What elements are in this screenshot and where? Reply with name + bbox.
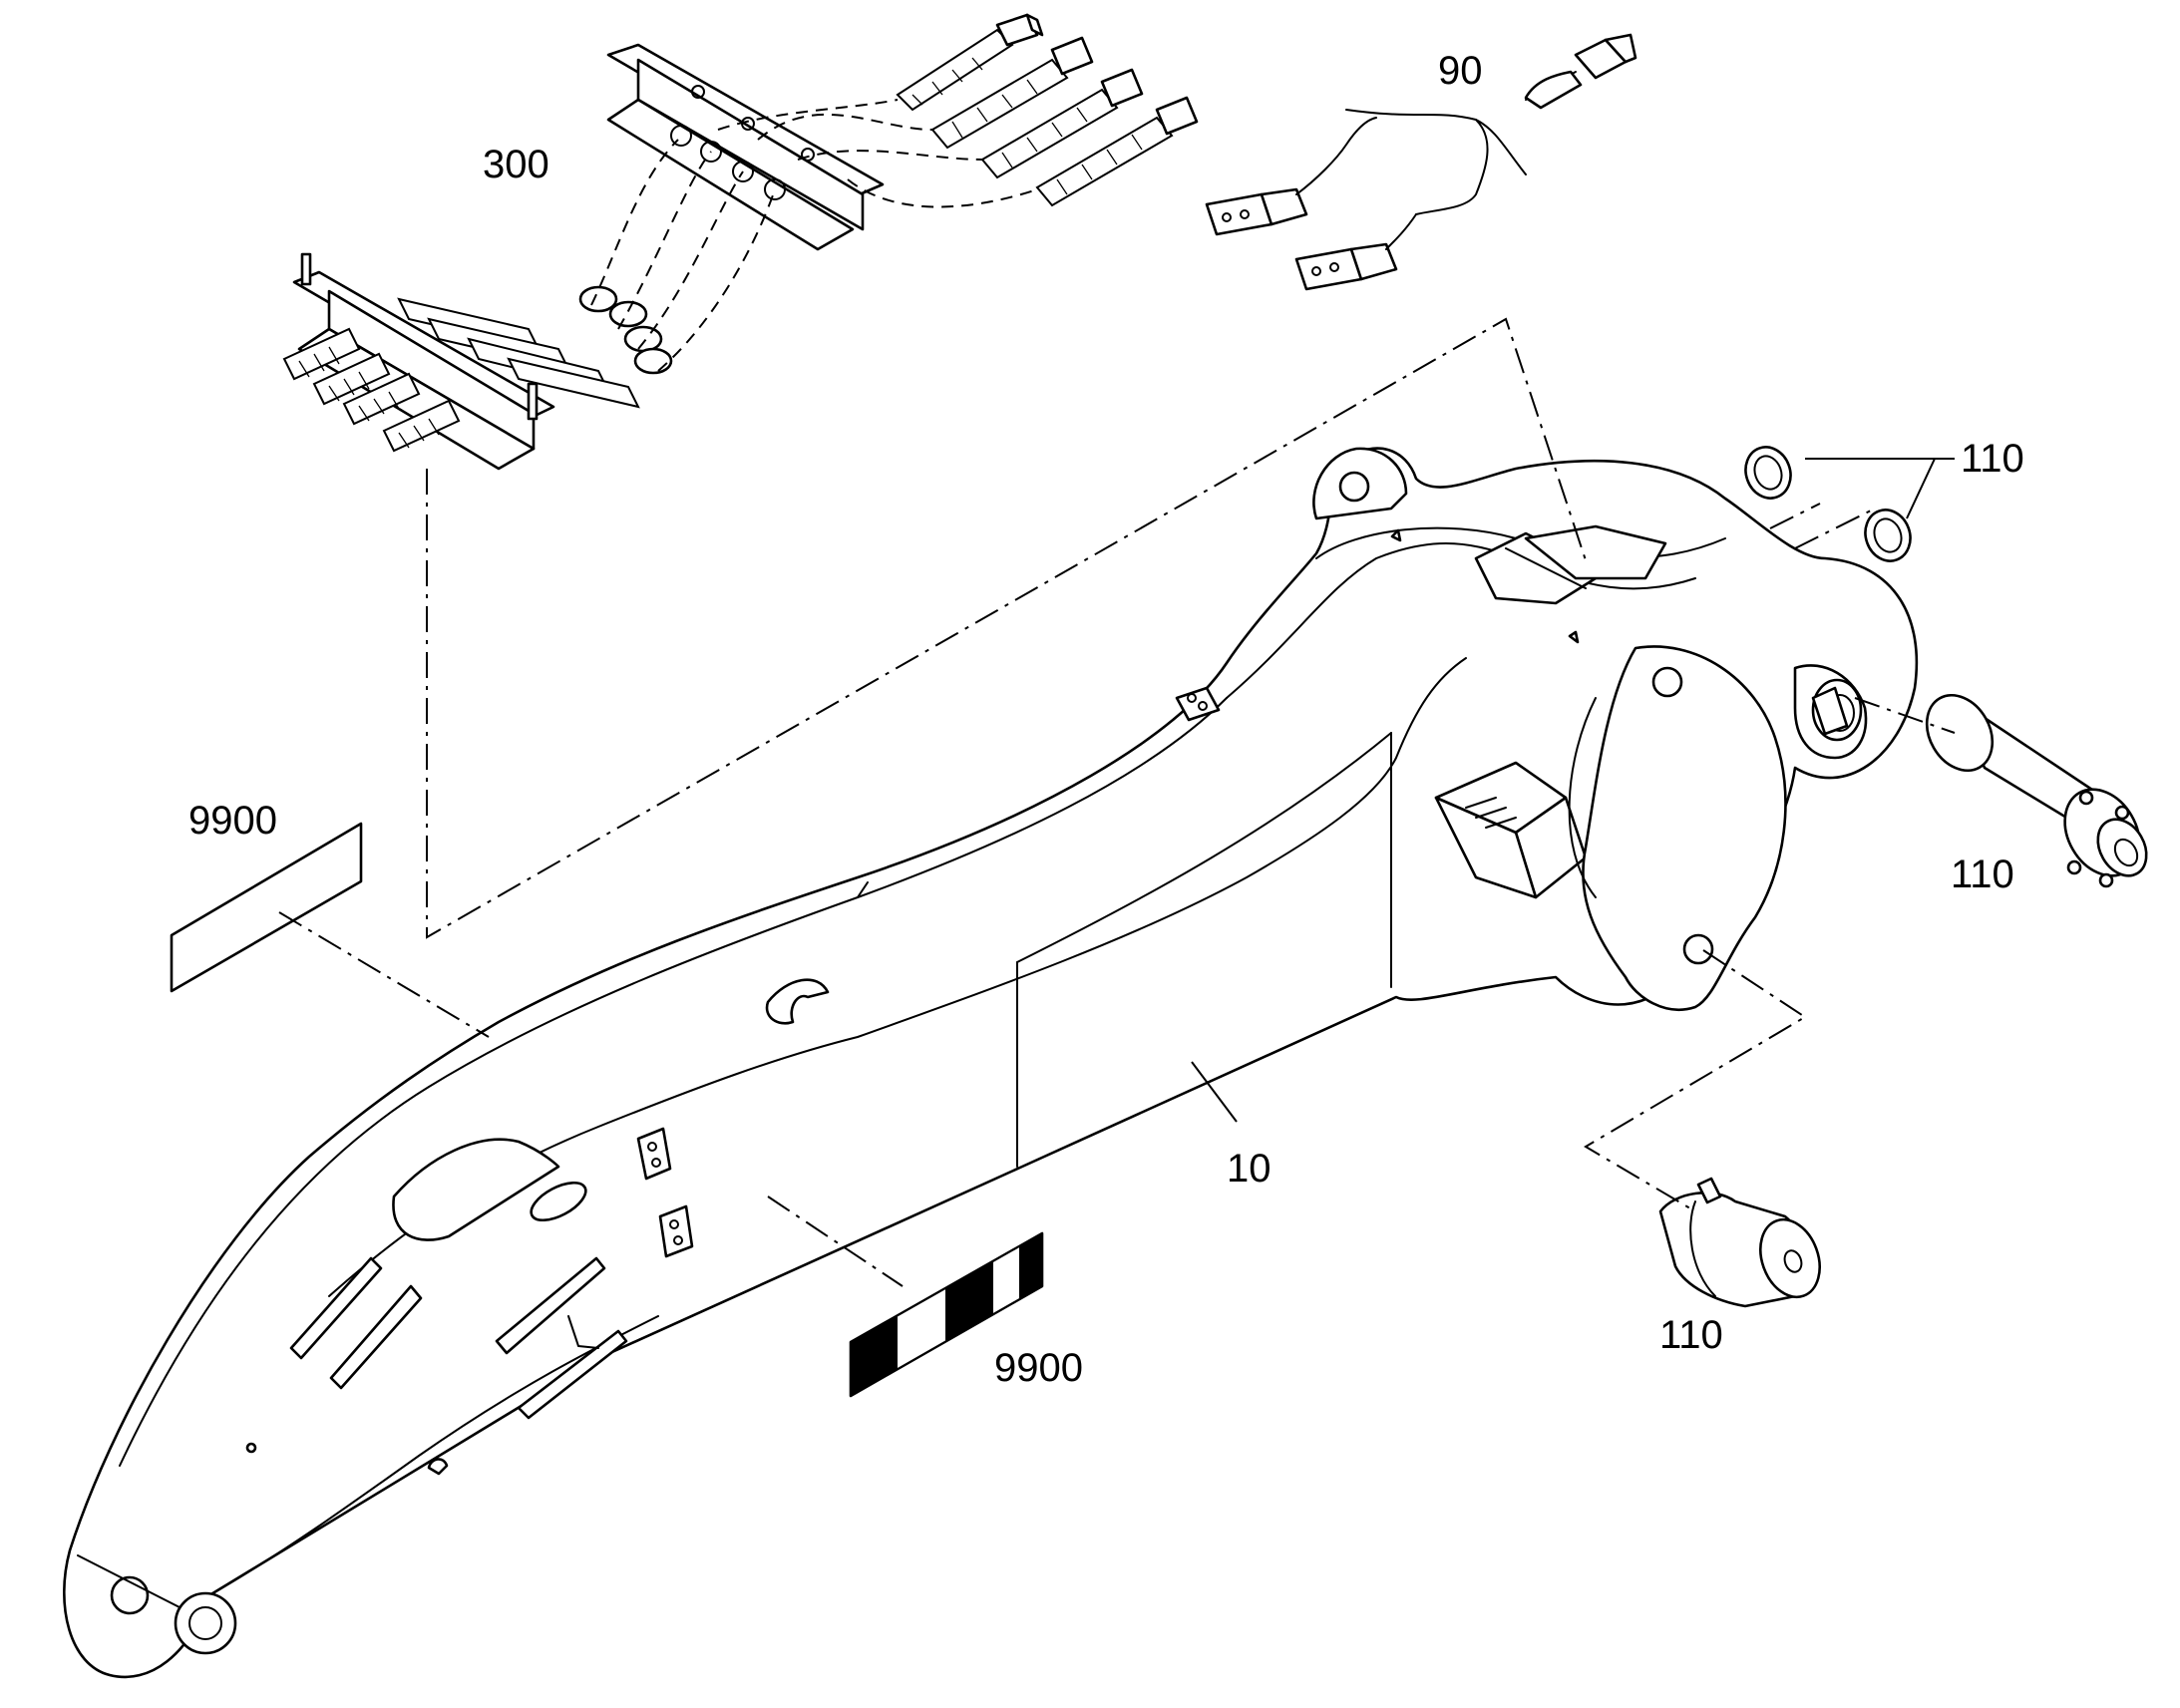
leader-lines xyxy=(278,317,1956,1287)
decal-white xyxy=(170,822,363,993)
callout-labels: 300 90 110 110 110 9900 9900 10 xyxy=(188,49,2024,1390)
hose-sleeves-lower xyxy=(282,327,461,453)
callout-9900-striped-decal: 9900 xyxy=(994,1346,1083,1390)
sensor-harness xyxy=(1205,33,1637,291)
decal-striped xyxy=(849,1231,1044,1398)
hose-fittings-upper xyxy=(896,13,1199,207)
callout-9900-white-decal: 9900 xyxy=(188,799,277,843)
hose-block-assembly xyxy=(282,13,1199,471)
callout-110-pin-lower: 110 xyxy=(1659,1313,1723,1357)
boom-arm xyxy=(63,447,1919,1679)
callout-10-boom: 10 xyxy=(1227,1147,1272,1191)
callout-110-pin-right: 110 xyxy=(1951,853,2014,896)
callout-110-o-rings: 110 xyxy=(1961,437,2024,481)
callout-90: 90 xyxy=(1438,49,1483,93)
callout-300: 300 xyxy=(483,143,549,186)
o-rings xyxy=(1744,446,1912,562)
pivot-pin-right xyxy=(1925,693,2148,888)
pivot-pin-lower xyxy=(1658,1177,1821,1308)
